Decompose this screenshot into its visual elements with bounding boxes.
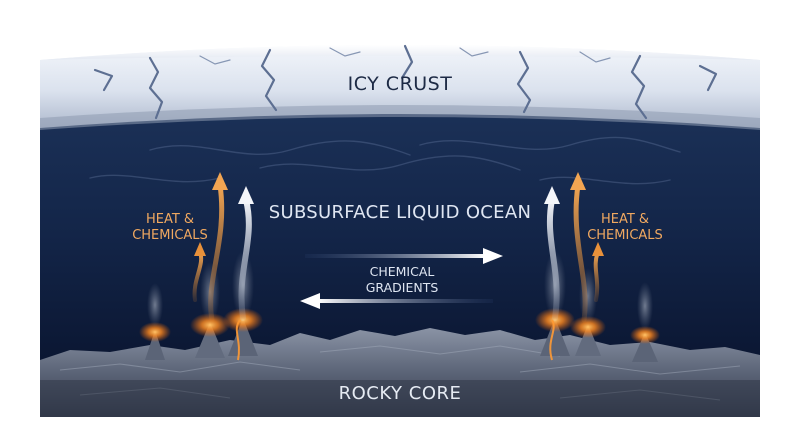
label-gradients-1: CHEMICAL (370, 264, 435, 279)
plume-arrow-right-small (593, 250, 600, 302)
label-ocean: SUBSURFACE LIQUID OCEAN (269, 202, 531, 223)
label-heat-right-2: CHEMICALS (587, 228, 663, 243)
vent-left-2 (195, 322, 225, 358)
plume-arrow-right-orange (573, 182, 588, 323)
arrowhead-left-orange (212, 172, 228, 190)
label-icy-crust: ICY CRUST (348, 73, 453, 95)
label-rocky-core: ROCKY CORE (339, 383, 462, 404)
arrowhead-right-white (544, 186, 560, 204)
label-heat-left-1: HEAT & (146, 212, 194, 227)
plume-arrow-right-white (546, 197, 560, 321)
vent-right-1 (540, 318, 570, 356)
label-heat-left-2: CHEMICALS (132, 228, 208, 243)
icy-crust (40, 45, 760, 128)
arrowhead-left-small (194, 242, 206, 256)
arrowhead-right-small (592, 242, 604, 256)
icy-crust-top (40, 45, 760, 60)
plume-arrow-left-orange (208, 182, 225, 323)
vent-right-2 (575, 324, 601, 356)
label-heat-right-1: HEAT & (601, 212, 649, 227)
arrowhead-left-white (238, 186, 254, 204)
icy-crust-underside (40, 105, 760, 130)
gradient-arrow-left (300, 293, 493, 309)
plume-arrow-left-white (238, 197, 252, 321)
vent-left-3 (228, 318, 258, 356)
arrowhead-right-orange (570, 172, 586, 190)
label-gradients-2: GRADIENTS (366, 280, 439, 295)
vent-left-1 (145, 330, 165, 360)
vent-right-3 (632, 332, 658, 362)
ice-cracks (93, 44, 718, 120)
ocean-currents (89, 136, 681, 185)
gradient-arrow-right (305, 248, 503, 264)
rocky-core-front (40, 380, 760, 417)
